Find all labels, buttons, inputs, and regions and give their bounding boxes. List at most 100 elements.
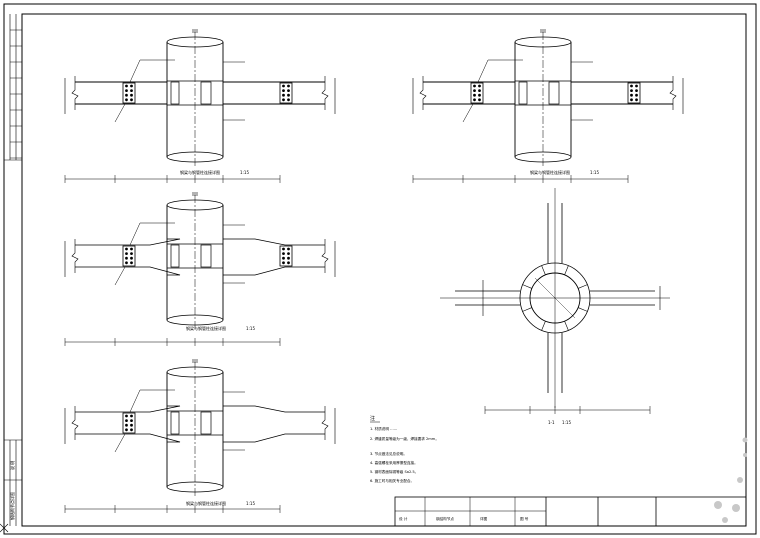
bolt-hole [635,93,638,97]
title-cell-3: 详图 [480,516,488,521]
notes-line-5: 5. 钢材表面除锈等级 Sa2.5。 [370,469,418,474]
plan-scale: 1:15 [562,420,571,425]
notes-line-3: 3. 节点做法见总说明。 [370,451,407,456]
bolt-hole [130,247,133,251]
bolt-hole [287,247,290,251]
stiffener [522,284,533,289]
stiffener [170,411,180,435]
bolt-hole [125,98,128,102]
bolt-hole [287,89,290,92]
bolt-hole [473,98,476,102]
leader [477,59,489,83]
leader [129,222,141,246]
leader [114,433,126,453]
strip-label-a: 说 明 [9,461,15,470]
bolt-hole [125,252,128,256]
notes-heading: 注 [370,415,375,422]
beam-top-flange [223,238,325,246]
detail-4-caption: 钢梁与钢管柱连接详图 [186,500,226,506]
bolt-hole [125,423,128,427]
bolt-hole [130,84,133,88]
stiffener [200,411,212,435]
bolt-hole [282,252,285,256]
title-cell-1: 设 计 [399,516,408,521]
bolt-hole [125,261,128,265]
bolt-hole [630,84,633,88]
break-mark [321,406,329,440]
beam-top-flange [223,405,325,413]
notes-block: 注 1. 材质说明 …… 2. 焊缝质量等级为一级，焊接要求 2mm。 3. 节… [370,415,439,483]
break-mark [419,76,427,110]
stiffener [170,244,180,268]
title-block: 设 计 钢结构节点 详图 图 号 [394,496,747,527]
detail-3-scale: 1:15 [246,326,255,331]
beam-bottom-flange [223,266,325,276]
detail-3 [64,192,336,346]
break-mark [669,76,677,110]
bolt-hole [282,89,285,92]
bolt-hole [130,419,133,423]
stiffener [541,265,546,276]
bolt-hole [125,256,128,260]
beam-bottom-flange [223,433,325,443]
plan-view [440,188,670,414]
beam-top-flange [75,405,181,413]
bolt-hole [287,98,290,102]
leader [129,389,141,413]
bolt-hole [287,256,290,260]
break-mark [71,406,79,440]
bolt-plate [122,412,136,434]
detail-2-scale: 1:15 [590,170,599,175]
bolt-hole [282,98,285,102]
center-cross [534,277,576,319]
beam-bottom-flange [75,266,181,276]
stiffener [577,307,588,312]
detail-2 [412,29,684,183]
leader [114,266,126,286]
bolt-hole [125,414,128,418]
notes-line-6: 6. 施工时与相关专业配合。 [370,478,414,483]
bolt-hole [635,89,638,92]
stiffener [200,244,212,268]
sheet-outer-border [3,3,757,535]
title-cell-4: 图 号 [520,516,529,521]
stiffener [564,265,569,276]
bolt-hole [130,252,133,256]
bolt-hole [125,93,128,97]
break-mark [321,239,329,273]
bolt-hole [473,84,476,88]
stiffener [548,81,560,105]
bolt-plate [470,82,484,104]
bolt-hole [130,89,133,92]
detail-1 [64,29,336,183]
stiffener [518,81,528,105]
stiffener [541,320,546,331]
detail-4-scale: 1:15 [246,501,255,506]
beam-bottom-flange [75,433,181,443]
watermark [714,437,748,523]
bolt-plate [627,82,641,104]
break-mark [321,76,329,110]
bolt-plate [279,82,293,104]
bolt-hole [130,261,133,265]
bolt-plate [122,82,136,104]
bolt-hole [125,419,128,423]
bolt-hole [125,247,128,251]
bolt-hole [287,93,290,97]
bolt-hole [130,98,133,102]
detail-1-caption: 钢梁与钢管柱连接详图 [180,169,220,175]
bolt-hole [287,252,290,256]
bolt-hole [478,84,481,88]
bolt-hole [630,98,633,102]
bolt-hole [473,93,476,97]
sheet-inner-border [21,13,747,527]
stiffener [200,81,212,105]
bolt-hole [130,93,133,97]
bolt-hole [282,256,285,260]
beam-top-flange [75,238,181,246]
bolt-hole [635,98,638,102]
strip-label-b: 钢结构节点详图 [9,492,15,520]
bolt-plate [122,245,136,267]
bolt-hole [125,84,128,88]
bolt-hole [473,89,476,92]
